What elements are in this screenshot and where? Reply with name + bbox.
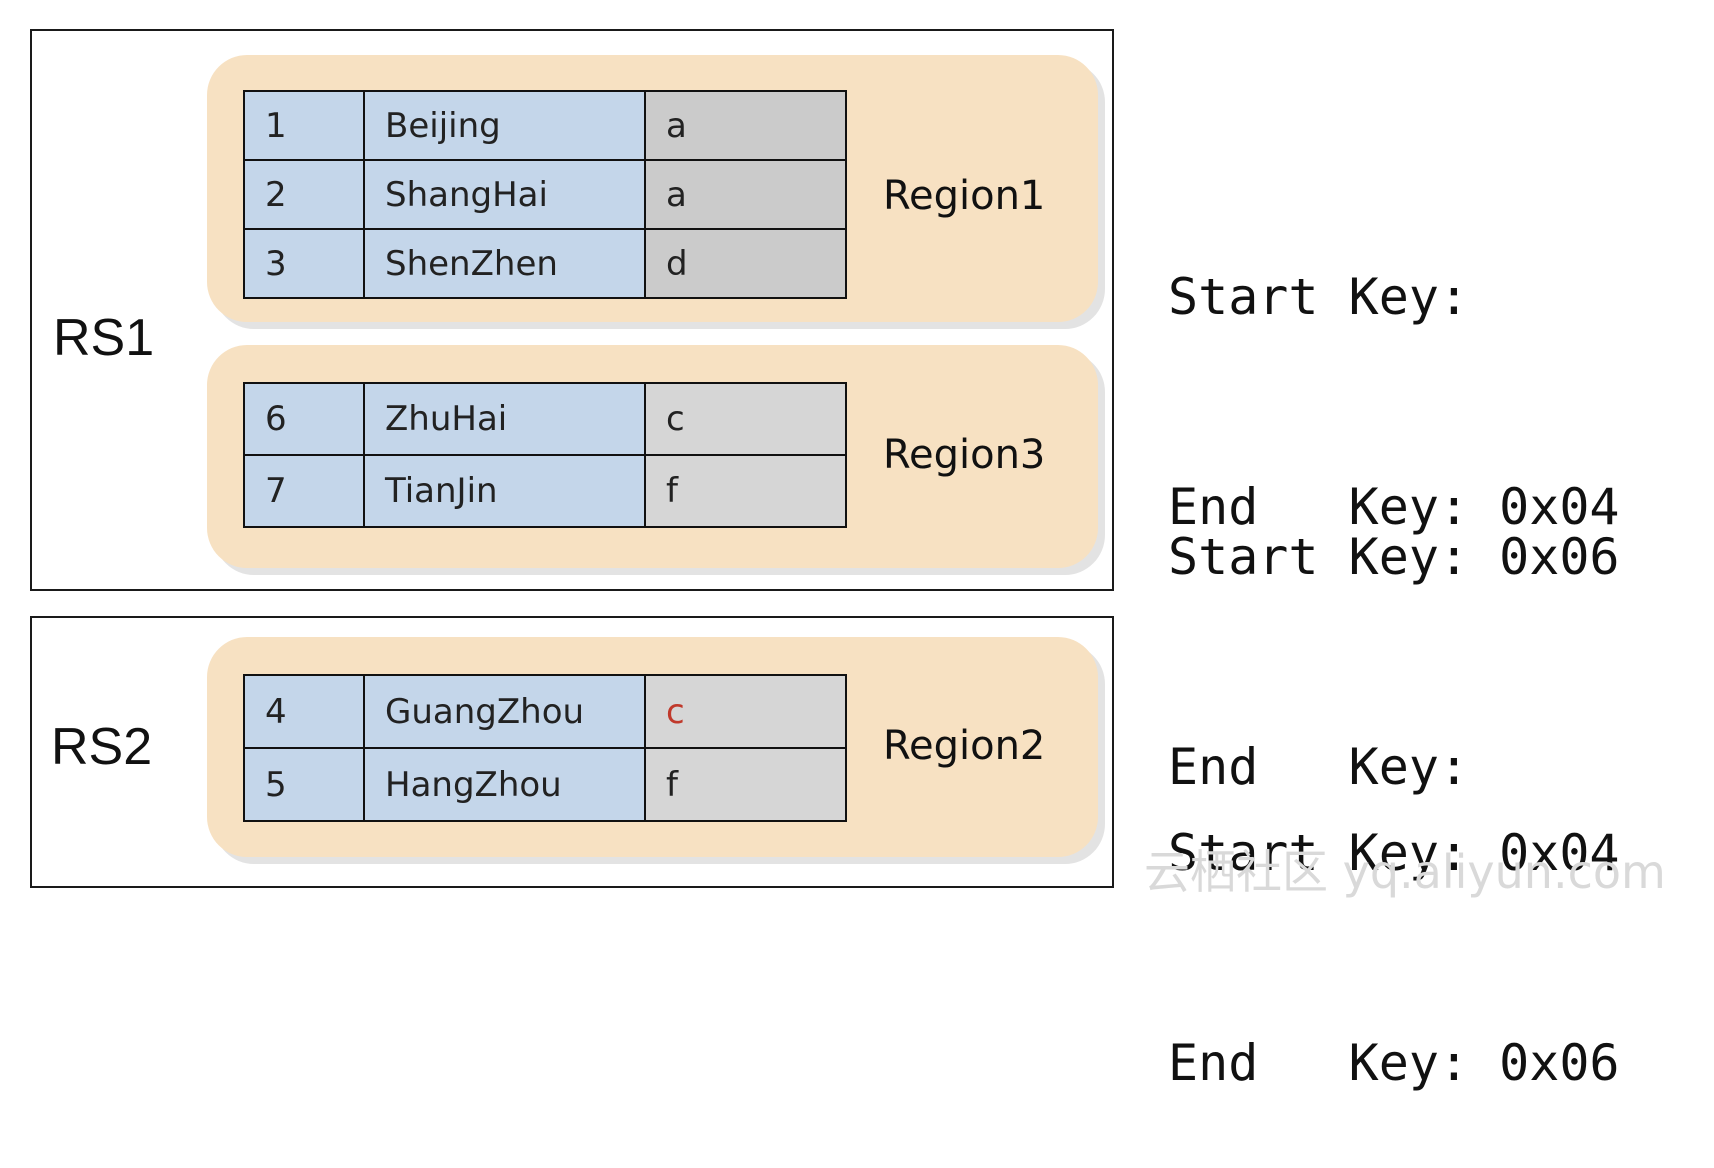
region-2-table: 4 GuangZhou c 5 HangZhou f <box>243 674 847 822</box>
row-city: ShangHai <box>363 159 646 230</box>
row-value: c <box>644 382 847 456</box>
row-key: 6 <box>243 382 365 456</box>
end-key: End Key: <box>1168 738 1470 796</box>
end-key: End Key: 0x06 <box>1168 1034 1620 1092</box>
table-row: 2 ShangHai a <box>243 159 847 230</box>
start-key: Start Key: 0x06 <box>1168 528 1620 586</box>
region-1-key-range: Start Key: End Key: 0x04 <box>1168 122 1620 612</box>
table-row: 7 TianJin f <box>243 454 847 528</box>
row-city: ShenZhen <box>363 228 646 299</box>
region-label: Region2 <box>883 723 1046 769</box>
row-value: f <box>644 454 847 528</box>
region-3: 6 ZhuHai c 7 TianJin f Region3 <box>207 345 1098 568</box>
region-2: 4 GuangZhou c 5 HangZhou f Region2 <box>207 637 1098 857</box>
watermark: 云栖社区 yq.aliyun.com <box>1144 845 1666 899</box>
region-label: Region1 <box>883 173 1046 219</box>
region-1: 1 Beijing a 2 ShangHai a 3 ShenZhen d Re… <box>207 55 1098 322</box>
region-3-table: 6 ZhuHai c 7 TianJin f <box>243 382 847 528</box>
row-value: f <box>644 747 847 822</box>
row-key: 1 <box>243 90 365 161</box>
table-row: 3 ShenZhen d <box>243 228 847 299</box>
row-key: 5 <box>243 747 365 822</box>
row-city: GuangZhou <box>363 674 646 749</box>
row-city: Beijing <box>363 90 646 161</box>
row-value: a <box>644 159 847 230</box>
table-row: 6 ZhuHai c <box>243 382 847 456</box>
row-value: d <box>644 228 847 299</box>
row-city: HangZhou <box>363 747 646 822</box>
end-key: End Key: 0x04 <box>1168 478 1620 536</box>
row-city: ZhuHai <box>363 382 646 456</box>
row-key: 2 <box>243 159 365 230</box>
row-key: 4 <box>243 674 365 749</box>
server-label: RS2 <box>51 718 153 776</box>
row-value: c <box>644 674 847 749</box>
region-2-key-range: Start Key: 0x04 End Key: 0x06 <box>1168 678 1620 1168</box>
start-key: Start Key: 0x04 <box>1168 824 1620 882</box>
row-key: 7 <box>243 454 365 528</box>
region-1-table: 1 Beijing a 2 ShangHai a 3 ShenZhen d <box>243 90 847 299</box>
row-value: a <box>644 90 847 161</box>
table-row: 4 GuangZhou c <box>243 674 847 749</box>
start-key: Start Key: <box>1168 268 1470 326</box>
region-3-key-range: Start Key: 0x06 End Key: <box>1168 382 1620 872</box>
row-key: 3 <box>243 228 365 299</box>
region-label: Region3 <box>883 432 1046 478</box>
table-row: 1 Beijing a <box>243 90 847 161</box>
row-city: TianJin <box>363 454 646 528</box>
server-label: RS1 <box>53 309 155 367</box>
table-row: 5 HangZhou f <box>243 747 847 822</box>
